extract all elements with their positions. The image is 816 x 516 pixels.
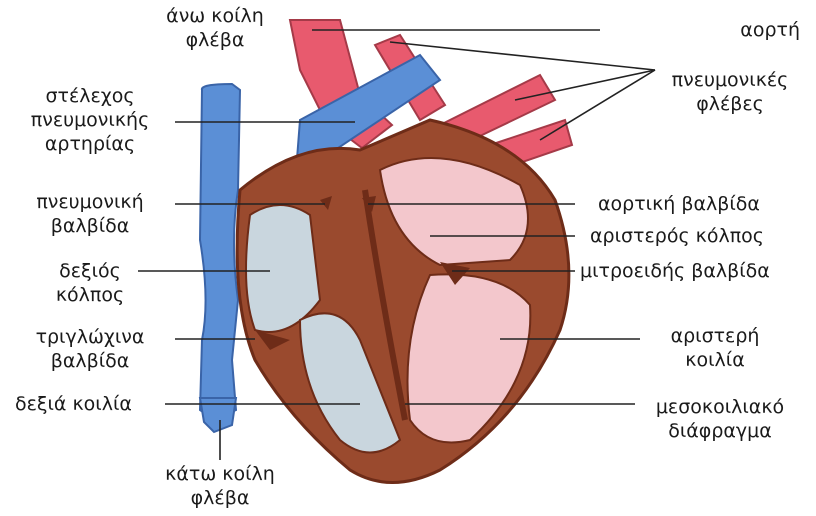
label-pulmonary-trunk: στέλεχος πνευμονικής αρτηρίας [10,84,170,156]
label-upper-vena-cava: άνω κοίλη φλέβα [140,4,290,52]
label-line: τριγλώχινα [10,325,170,349]
label-line: αορτική βαλβίδα [598,192,808,216]
label-line: κάτω κοίλη [145,462,295,486]
superior-vena-cava [200,84,240,420]
label-right-ventricle: δεξιά κοιλία [15,392,165,416]
label-line: μεσοκοιλιακό [630,395,810,419]
label-left-atrium: αριστερός κόλπος [590,224,810,248]
label-line: κόλπος [40,283,140,307]
label-aortic-valve: αορτική βαλβίδα [598,192,808,216]
label-line: βαλβίδα [10,214,170,238]
label-mitral-valve: μιτροειδής βαλβίδα [580,259,810,283]
label-pulmonary-valve: πνευμονική βαλβίδα [10,190,170,238]
label-line: άνω κοίλη [140,4,290,28]
label-left-ventricle: αριστερή κοιλία [640,324,790,372]
label-line: πνευμονικές [650,68,810,92]
label-tricuspid-valve: τριγλώχινα βαλβίδα [10,325,170,373]
label-line: πνευμονικής [10,108,170,132]
label-line: αορτή [640,18,800,42]
label-line: φλέβα [140,28,290,52]
label-line: στέλεχος [10,84,170,108]
label-line: διάφραγμα [630,419,810,443]
label-line: δεξιά κοιλία [15,392,165,416]
label-line: δεξιός [40,259,140,283]
leader-pulm-veins-3 [540,70,655,140]
label-line: φλέβες [650,92,810,116]
inferior-vena-cava [200,398,236,432]
label-line: κοιλία [640,348,790,372]
right-atrium-chamber [246,205,320,332]
label-aorta: αορτή [640,18,800,42]
label-line: αρτηρίας [10,132,170,156]
label-line: αριστερός κόλπος [590,224,810,248]
label-line: αριστερή [640,324,790,348]
left-ventricle-chamber [408,274,531,442]
label-septum: μεσοκοιλιακό διάφραγμα [630,395,810,443]
label-lower-vena-cava: κάτω κοίλη φλέβα [145,462,295,510]
label-right-atrium: δεξιός κόλπος [40,259,140,307]
label-line: μιτροειδής βαλβίδα [580,259,810,283]
label-line: φλέβα [145,486,295,510]
label-line: πνευμονική [10,190,170,214]
label-line: βαλβίδα [10,349,170,373]
label-pulmonary-veins: πνευμονικές φλέβες [650,68,810,116]
